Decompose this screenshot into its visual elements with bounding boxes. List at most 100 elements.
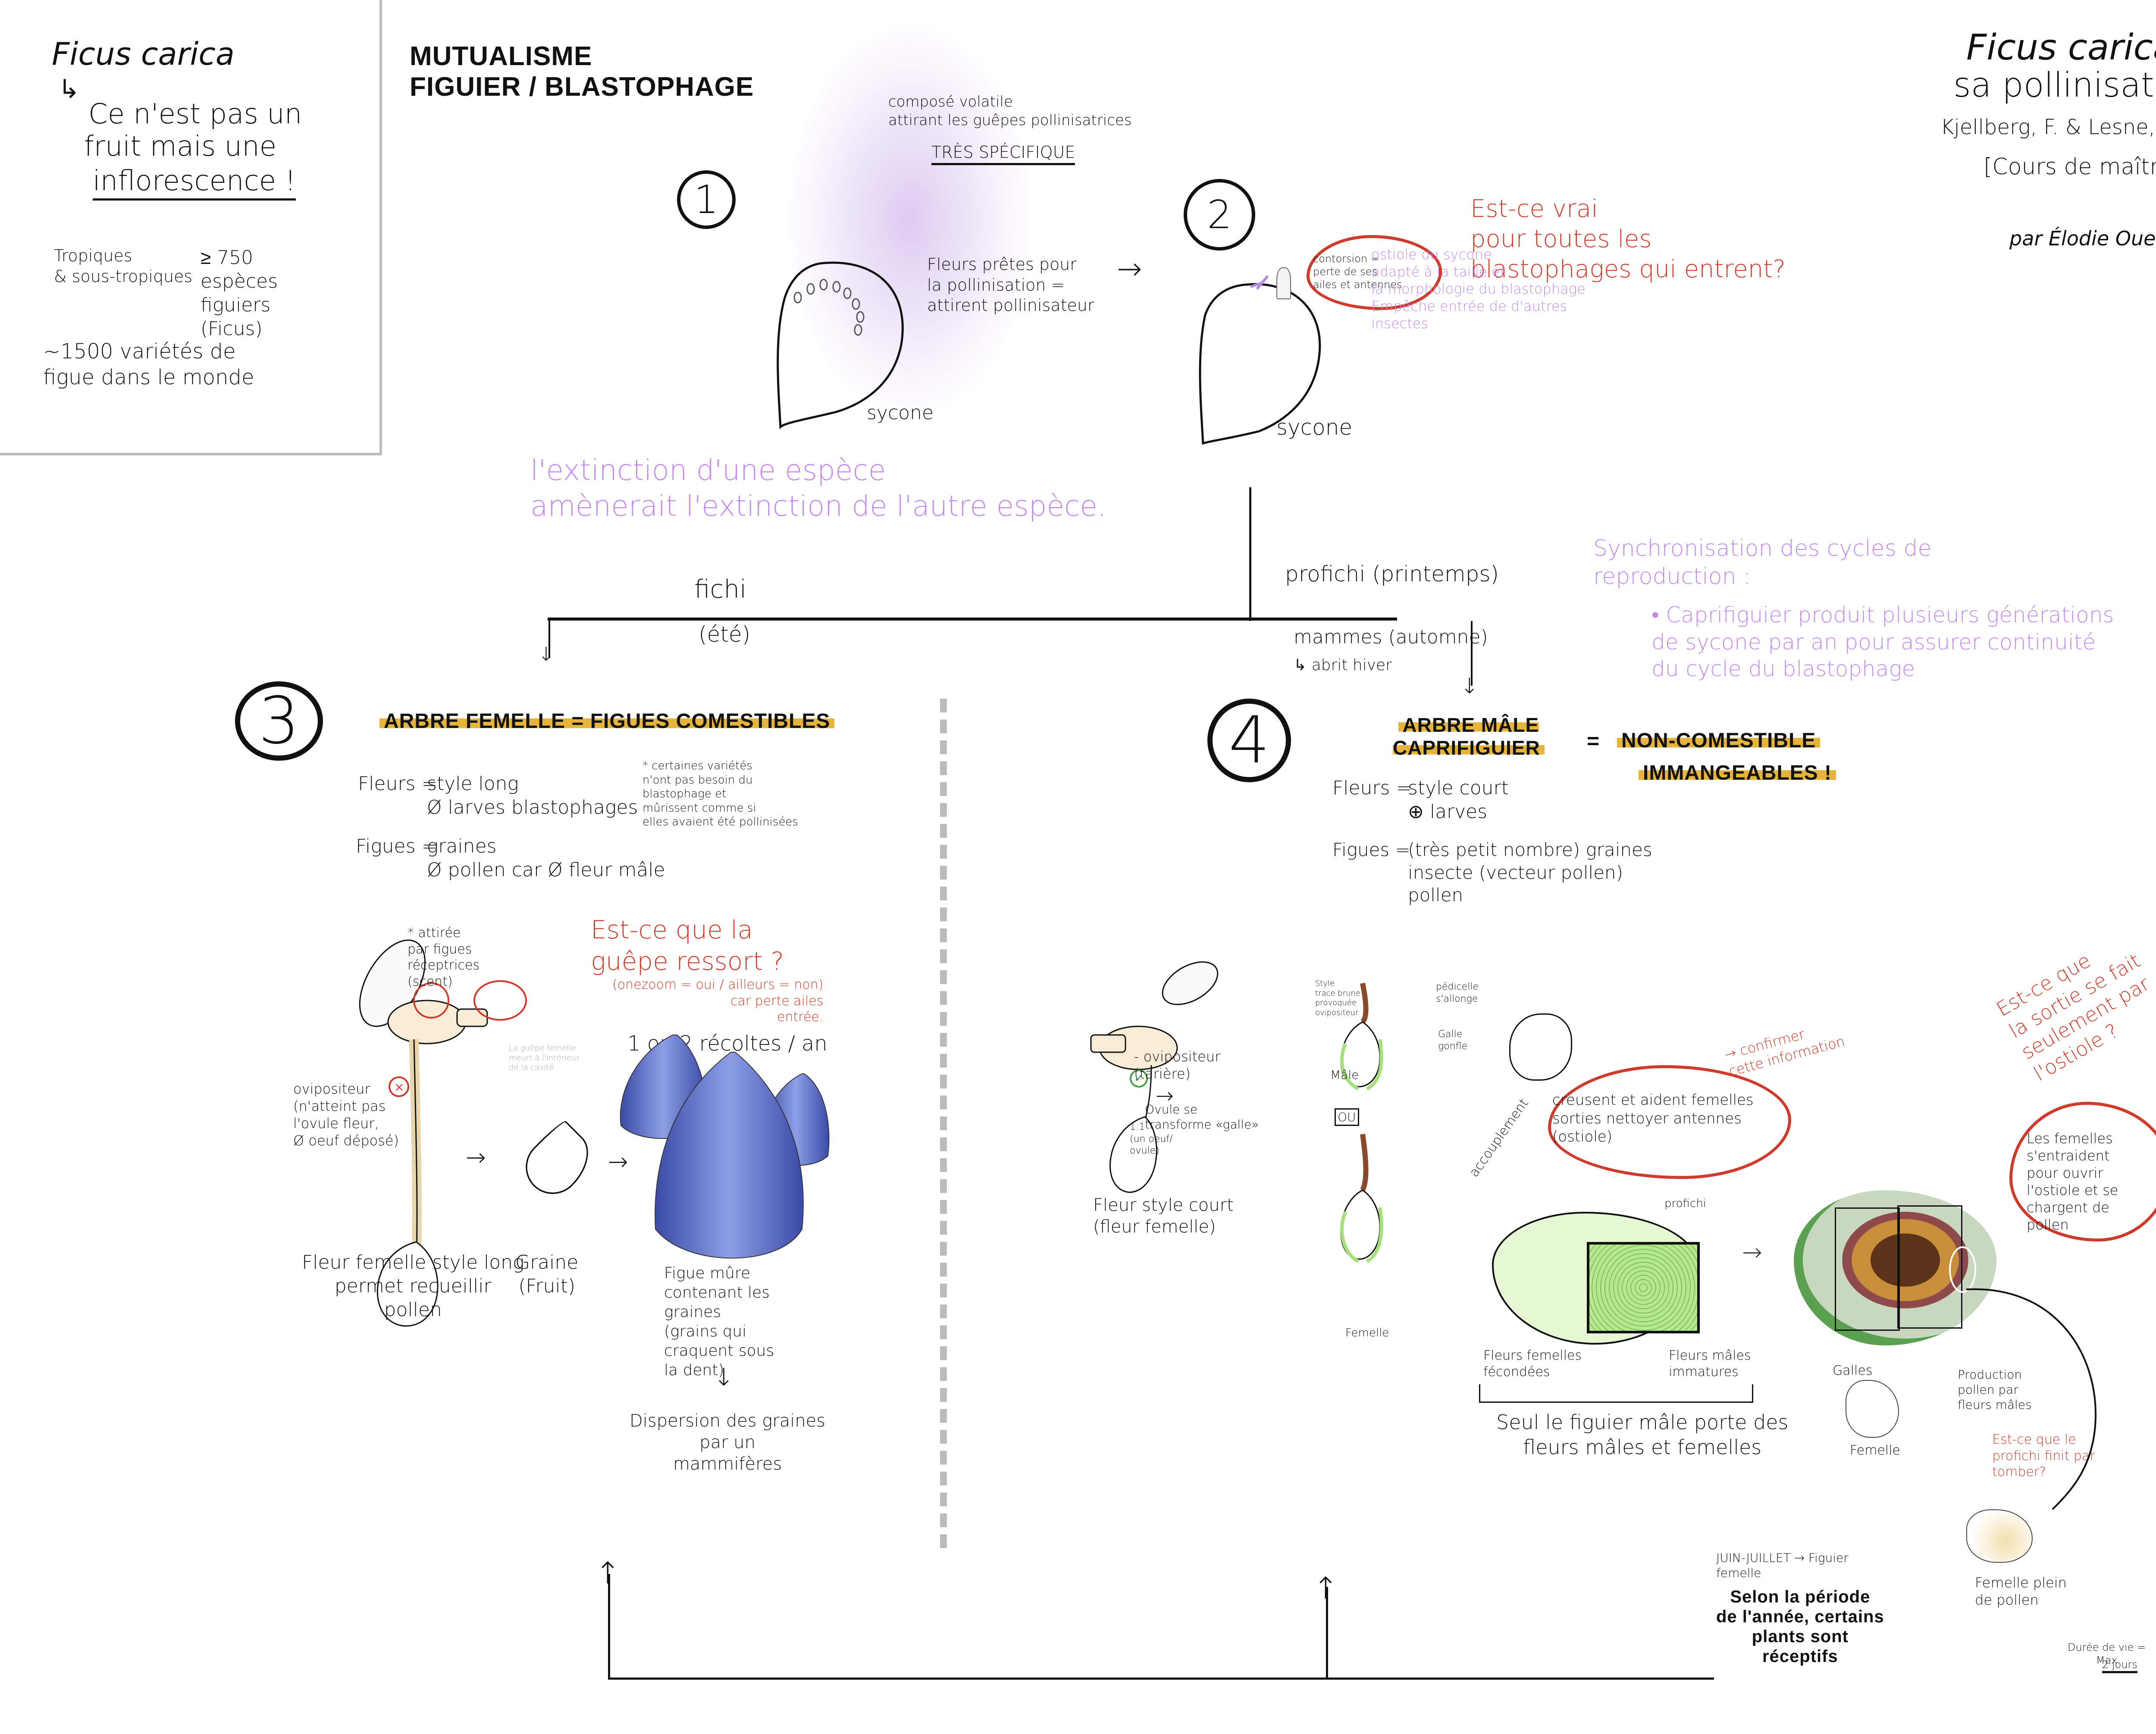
step4-heading-left-text: ARBRE MÂLE CAPRIFIGUIER: [1393, 714, 1545, 759]
step4-equals: =: [1587, 729, 1600, 753]
summary-bracket: [1479, 1384, 1753, 1403]
ripe-figs-icon: [620, 1035, 830, 1259]
wasp-dies-note: La guêpe femelle meurt à l'intérieur de …: [509, 1044, 580, 1072]
lifespan-value: 2 jours: [2102, 1658, 2137, 1673]
gall-note: Galle gonfle: [1438, 1029, 1467, 1052]
confirm-note: → confirmer cette information: [1722, 1025, 1847, 1080]
step4-heading-right2-text: IMMANGEABLES !: [1639, 762, 1836, 784]
profichi-inner-box: [1587, 1242, 1700, 1333]
wasp-entering-icon: [1276, 267, 1291, 299]
sycone-1-label: sycone: [867, 402, 934, 424]
info-box: Ficus carica ↳ Ce n'est pas un fruit mai…: [0, 0, 382, 455]
step3-figs-label: Figues =: [356, 835, 438, 857]
short-style-caption: Fleur style court (fleur femelle): [1093, 1195, 1234, 1237]
citation: Kjellberg, F. & Lesne, A. (2022): [1940, 115, 2155, 139]
center-vertical-line: [1249, 487, 1251, 621]
profichi-arrow-line: [1471, 621, 1473, 686]
pollen-production-label: Production pollen par fleurs mâles: [1958, 1367, 2032, 1412]
bottom-return-line: [608, 1678, 1714, 1680]
pollen-female-label: Femelle plein de pollen: [1975, 1574, 2067, 1608]
males-note: creusent et aident femelles sorties nett…: [1552, 1091, 1754, 1145]
male-gall-flower-icon: [1340, 982, 1383, 1091]
info-title: Ficus carica: [52, 36, 235, 72]
step2-question: Est-ce vrai pour toutes les blastophages…: [1470, 195, 1786, 283]
females-bubble: [2009, 1102, 2156, 1242]
step4-arrow-icon: →: [1156, 1083, 1174, 1108]
female-flowers-label: Fleurs femelles fécondées: [1483, 1348, 1582, 1380]
female-gall-flower-icon: [1340, 1134, 1383, 1263]
dispersal-note: Dispersion des graines par un mammifères: [630, 1411, 826, 1474]
mating-label: accouplement: [1466, 1096, 1532, 1180]
left-return-up-line: [608, 1574, 610, 1678]
step-4-badge: 4: [1207, 699, 1291, 782]
season-note: JUIN-JUILLET → Figuier femelle: [1716, 1551, 1849, 1580]
info-note-3: inflorescence !: [93, 164, 296, 201]
step4-figs-value: (très petit nombre) graines insecte (vec…: [1408, 839, 1652, 906]
step3-question-sub: (onezoom = oui / ailleurs = non) car per…: [612, 977, 824, 1025]
step-2-badge: 2: [1184, 179, 1255, 251]
female-wasp-sketch-icon: [1846, 1380, 1899, 1438]
fichi-label: fichi: [694, 574, 747, 604]
right-up-arrow-icon: ↑: [1313, 1571, 1338, 1606]
step3-footnote: * certaines variétés n'ont pas besoin du…: [642, 759, 798, 828]
ostiole-note: ostiole du sycone adapté à la taille et …: [1371, 246, 1586, 332]
volatile-note: composé volatile attirant les guêpes pol…: [888, 93, 1132, 129]
females-note: Les femelles s'entraident pour ouvrir l'…: [2027, 1130, 2118, 1233]
svg-text:×: ×: [394, 1080, 404, 1094]
receptive-note: Selon la période de l'année, certains pl…: [1716, 1587, 1884, 1666]
step4-flowers-value: style court ⊕ larves: [1408, 777, 1509, 823]
step4-ovipositor-note: - ovipositeur (tarière): [1134, 1048, 1221, 1082]
seed-caption: Graine (Fruit): [515, 1251, 579, 1297]
ovule-note: Ovule se transforme «galle»: [1145, 1102, 1259, 1132]
flower-caption: Fleur femelle style long permet recueill…: [302, 1251, 524, 1321]
female-label: Femelle: [1345, 1326, 1389, 1339]
ratio-note: 1:1 (un oeuf/ ovule): [1130, 1122, 1173, 1156]
main-title: MUTUALISME FIGUIER / BLASTOPHAGE: [410, 41, 754, 102]
profichi-label: profichi (printemps): [1285, 561, 1499, 586]
attracted-note: * attirée par figues réceptrices (scent): [407, 925, 480, 989]
sycone-1-outline-icon: [777, 261, 904, 430]
profichi-arrow-icon: ↓: [1460, 674, 1479, 699]
step-1-badge: 1: [677, 170, 736, 229]
ripe-fig-caption: Figue mûre contenant les graines (grains…: [664, 1264, 774, 1379]
check-icon: ✓: [1130, 1069, 1148, 1088]
right-return-up-line: [1326, 1587, 1328, 1678]
poster-title-1: Ficus carica: [1966, 27, 2156, 68]
harvests-note: 1 ou 2 récoltes / an: [627, 1032, 827, 1056]
arrow-flower-to-seed-icon: →: [466, 1144, 486, 1172]
contortion-bubble: [1307, 235, 1442, 310]
branch-horizontal-line: [548, 618, 1397, 621]
fig-photo-box-left: [1835, 1207, 1900, 1331]
dispersal-arrow-icon: ↓: [714, 1364, 734, 1392]
style-note: Style trace brune provoquée ovipositeur: [1315, 979, 1360, 1017]
pollen-female-wasp-icon: [1966, 1509, 2033, 1563]
info-arrow-icon: ↳: [58, 74, 80, 104]
info-species-count: ≥ 750 espèces figuiers (Ficus): [201, 247, 278, 340]
sync-title: Synchronisation des cycles de reproducti…: [1593, 536, 1932, 589]
step3-ovipositor-note: ovipositeur (n'atteint pas l'ovule fleur…: [293, 1081, 399, 1149]
extinction-note: l'extinction d'une espèce amènerait l'ex…: [530, 454, 1107, 523]
mammes-label: mammes (automne): [1294, 626, 1488, 648]
contortion-note: contorsion = perte de ses ailes et anten…: [1313, 253, 1402, 291]
ostiole-highlight-circle: [1949, 1246, 1976, 1293]
summary-note: Seul le figuier mâle porte des fleurs mâ…: [1496, 1411, 1789, 1459]
pedicel-note: pédicelle s'allonge: [1436, 981, 1479, 1004]
step3-flowers-value: style long Ø larves blastophages: [427, 773, 638, 818]
female-wasp-ovipositing-icon: ×: [359, 939, 527, 1327]
author: par Élodie Ouellet-Belleau: [2009, 227, 2156, 250]
info-tropics: Tropiques & sous-tropiques: [54, 246, 193, 286]
wasp-short-style-icon: [1090, 961, 1219, 1193]
male-wasp-larva-icon: [1509, 1013, 1572, 1081]
course: [Cours de maîtrise]: [1984, 154, 2156, 180]
step3-question: Est-ce que la guêpe ressort ?: [591, 915, 784, 976]
step-3-badge: 3: [235, 681, 323, 761]
scent-cloud: [789, 26, 1031, 414]
male-flowers-label: Fleurs mâles immatures: [1669, 1348, 1751, 1380]
male-label: Mâle: [1330, 1068, 1359, 1082]
exit-question: Est-ce que la sortie se fait seulement p…: [1992, 948, 2154, 1086]
info-varieties: ~1500 variétés de figue dans le monde: [43, 339, 254, 389]
step3-heading: ARBRE FEMELLE = FIGUES COMESTIBLES: [379, 709, 835, 733]
step4-figs-label: Figues =: [1332, 839, 1410, 860]
lifespan-note: Durée de vie = Max: [2068, 1641, 2146, 1666]
males-bubble: [1548, 1065, 1791, 1179]
